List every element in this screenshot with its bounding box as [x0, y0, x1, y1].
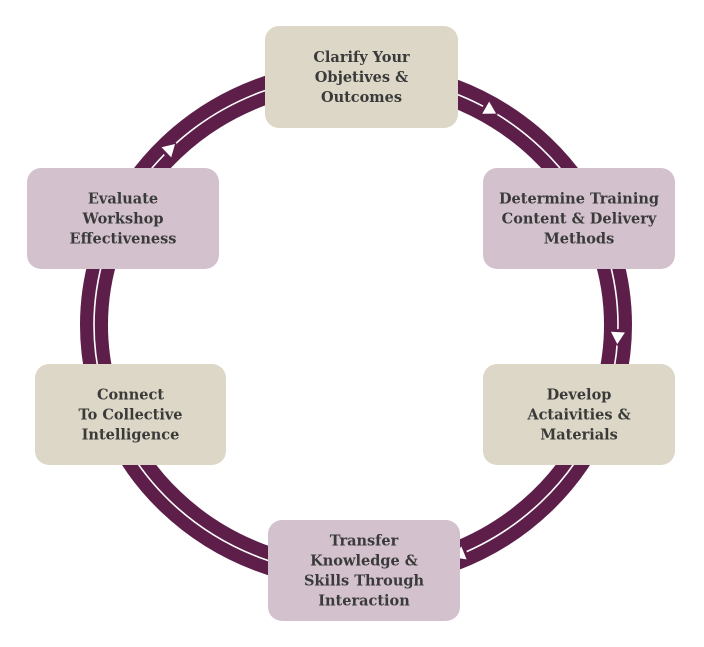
ring-arrow-icon-6: [156, 142, 177, 163]
step-label-line: Evaluate: [88, 191, 158, 208]
step-label-line: Knowledge &: [310, 553, 418, 570]
step-label-line: Methods: [544, 231, 615, 248]
step-label-line: Connect: [97, 387, 164, 404]
step-box-bg: [268, 520, 460, 621]
step-label-line: Objetives &: [315, 69, 408, 86]
ring-arrow-icon-1: [477, 96, 498, 116]
step-label-line: Interaction: [318, 593, 410, 610]
step-box-bg: [483, 168, 675, 269]
step-box-bg: [35, 364, 226, 465]
step-label-line: To Collective: [79, 407, 183, 424]
step-label-line: Skills Through: [304, 573, 425, 590]
ring-arrow-icon-2: [607, 328, 630, 347]
step-box-bg: [483, 364, 675, 465]
step-label-line: Materials: [540, 427, 618, 444]
step-label-line: Clarify Your: [313, 49, 410, 66]
step-label-line: Develop: [547, 387, 612, 404]
step-label-line: Transfer: [330, 533, 399, 550]
cycle-ring: [80, 61, 632, 589]
step-box-bg: [265, 26, 458, 128]
step-label-line: Outcomes: [321, 89, 402, 106]
step-label-line: Intelligence: [82, 427, 180, 444]
step-box-bg: [27, 168, 219, 269]
step-label-line: Effectiveness: [70, 231, 177, 248]
step-label-line: Content & Delivery: [502, 211, 657, 228]
step-label-line: Determine Training: [499, 191, 659, 208]
step-label-line: Workshop: [82, 211, 164, 228]
step-label-line: Actaivities &: [526, 407, 630, 424]
